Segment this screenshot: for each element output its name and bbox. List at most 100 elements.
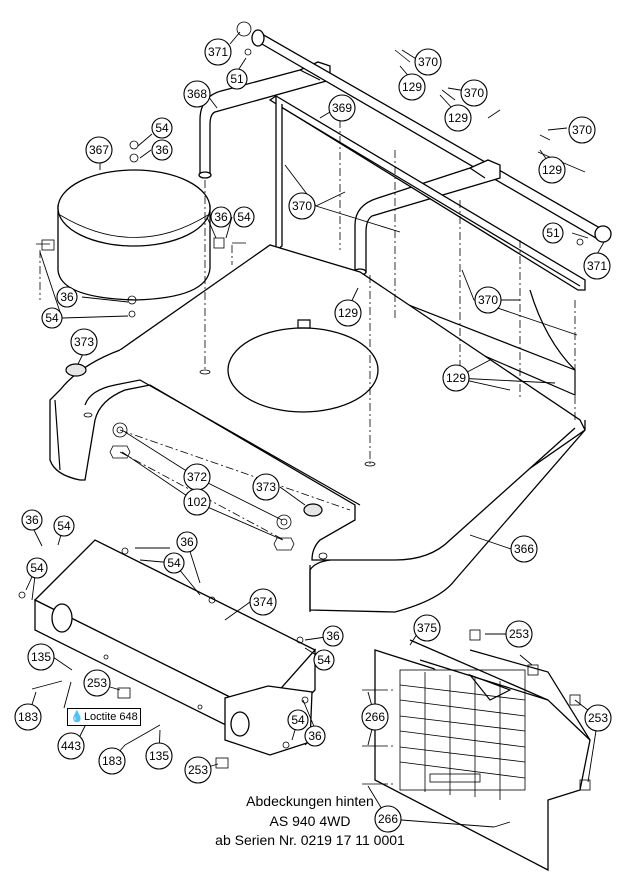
- callout-54: 54: [163, 552, 185, 574]
- svg-text:183: 183: [18, 710, 38, 724]
- leader-lines: [25, 31, 605, 828]
- callout-129: 129: [334, 299, 362, 327]
- svg-text:54: 54: [237, 210, 251, 224]
- svg-text:129: 129: [402, 80, 422, 94]
- callout-371: 371: [583, 252, 611, 280]
- loctite-label-box: 💧Loctite 648: [67, 708, 141, 726]
- callout-54: 54: [41, 307, 63, 329]
- svg-text:54: 54: [291, 713, 305, 727]
- svg-text:54: 54: [45, 311, 59, 325]
- svg-text:54: 54: [167, 556, 181, 570]
- drop-icon: 💧: [70, 711, 84, 723]
- callout-373: 373: [70, 328, 98, 356]
- callout-253: 253: [184, 756, 212, 784]
- callout-183: 183: [98, 747, 126, 775]
- svg-text:369: 369: [332, 101, 352, 115]
- svg-text:373: 373: [74, 335, 94, 349]
- svg-text:129: 129: [338, 306, 358, 320]
- callout-371: 371: [204, 38, 232, 66]
- svg-text:375: 375: [417, 621, 437, 635]
- loctite-label: Loctite 648: [83, 711, 138, 723]
- svg-text:370: 370: [478, 293, 498, 307]
- grille-cover-375: [374, 639, 591, 872]
- callout-375: 375: [413, 614, 441, 642]
- main-cover-366: [49, 244, 586, 613]
- callout-102: 102: [183, 488, 211, 516]
- callout-253: 253: [584, 704, 612, 732]
- svg-text:370: 370: [418, 55, 438, 69]
- callout-443: 443: [57, 732, 85, 760]
- callout-266: 266: [374, 805, 402, 833]
- svg-text:368: 368: [187, 87, 207, 101]
- callouts: 371 51 370 129 370 129 368 369 54 36 370…: [14, 38, 612, 833]
- callout-54: 54: [53, 515, 75, 537]
- svg-text:253: 253: [87, 676, 107, 690]
- callout-129: 129: [398, 73, 426, 101]
- callout-36: 36: [322, 625, 344, 647]
- grille-slots: [399, 669, 526, 800]
- center-lines: [39, 120, 576, 785]
- callout-51: 51: [542, 222, 564, 244]
- left-cover-374: [33, 539, 317, 756]
- callout-370: 370: [460, 79, 488, 107]
- tank-367: [41, 140, 225, 318]
- svg-text:54: 54: [155, 121, 169, 135]
- svg-text:370: 370: [464, 86, 484, 100]
- callout-374: 374: [249, 588, 277, 616]
- svg-text:51: 51: [230, 72, 244, 86]
- svg-text:373: 373: [256, 480, 276, 494]
- svg-text:253: 253: [509, 627, 529, 641]
- callout-369: 369: [328, 94, 356, 122]
- callout-367: 367: [85, 136, 113, 164]
- svg-text:183: 183: [102, 754, 122, 768]
- callout-183: 183: [14, 703, 42, 731]
- callout-36: 36: [304, 725, 326, 747]
- roll-bar-368: [198, 29, 612, 276]
- svg-text:374: 374: [253, 595, 273, 609]
- callout-135: 135: [27, 643, 55, 671]
- callout-372: 372: [183, 463, 211, 491]
- callout-135: 135: [145, 742, 173, 770]
- callout-370: 370: [474, 286, 502, 314]
- callout-368: 368: [183, 80, 211, 108]
- caption-model: AS 940 4WD: [269, 813, 351, 829]
- svg-text:371: 371: [208, 45, 228, 59]
- callout-373: 373: [252, 473, 280, 501]
- callout-54: 54: [287, 709, 309, 731]
- svg-text:443: 443: [61, 739, 81, 753]
- svg-text:54: 54: [30, 561, 44, 575]
- svg-text:253: 253: [188, 763, 208, 777]
- callout-51: 51: [226, 68, 248, 90]
- callout-36: 36: [56, 286, 78, 308]
- svg-text:36: 36: [25, 513, 39, 527]
- svg-text:367: 367: [89, 143, 109, 157]
- callout-129: 129: [444, 104, 472, 132]
- callout-366: 366: [510, 535, 538, 563]
- svg-text:54: 54: [317, 653, 331, 667]
- callout-253: 253: [83, 669, 111, 697]
- svg-text:266: 266: [365, 710, 385, 724]
- svg-text:102: 102: [187, 495, 207, 509]
- callout-36: 36: [151, 139, 173, 161]
- svg-text:54: 54: [57, 519, 71, 533]
- callout-36: 36: [176, 531, 198, 553]
- svg-text:253: 253: [588, 711, 608, 725]
- callout-266: 266: [361, 703, 389, 731]
- callout-54: 54: [151, 117, 173, 139]
- callout-36: 36: [210, 206, 232, 228]
- svg-text:129: 129: [448, 111, 468, 125]
- svg-text:51: 51: [546, 226, 560, 240]
- svg-text:36: 36: [214, 210, 228, 224]
- callout-54: 54: [313, 649, 335, 671]
- svg-text:371: 371: [587, 259, 607, 273]
- svg-text:36: 36: [180, 535, 194, 549]
- svg-text:266: 266: [378, 812, 398, 826]
- svg-text:135: 135: [31, 650, 51, 664]
- callout-370: 370: [288, 192, 316, 220]
- callout-129: 129: [538, 156, 566, 184]
- svg-text:370: 370: [292, 199, 312, 213]
- svg-text:366: 366: [514, 542, 534, 556]
- callout-36: 36: [21, 509, 43, 531]
- svg-text:129: 129: [446, 371, 466, 385]
